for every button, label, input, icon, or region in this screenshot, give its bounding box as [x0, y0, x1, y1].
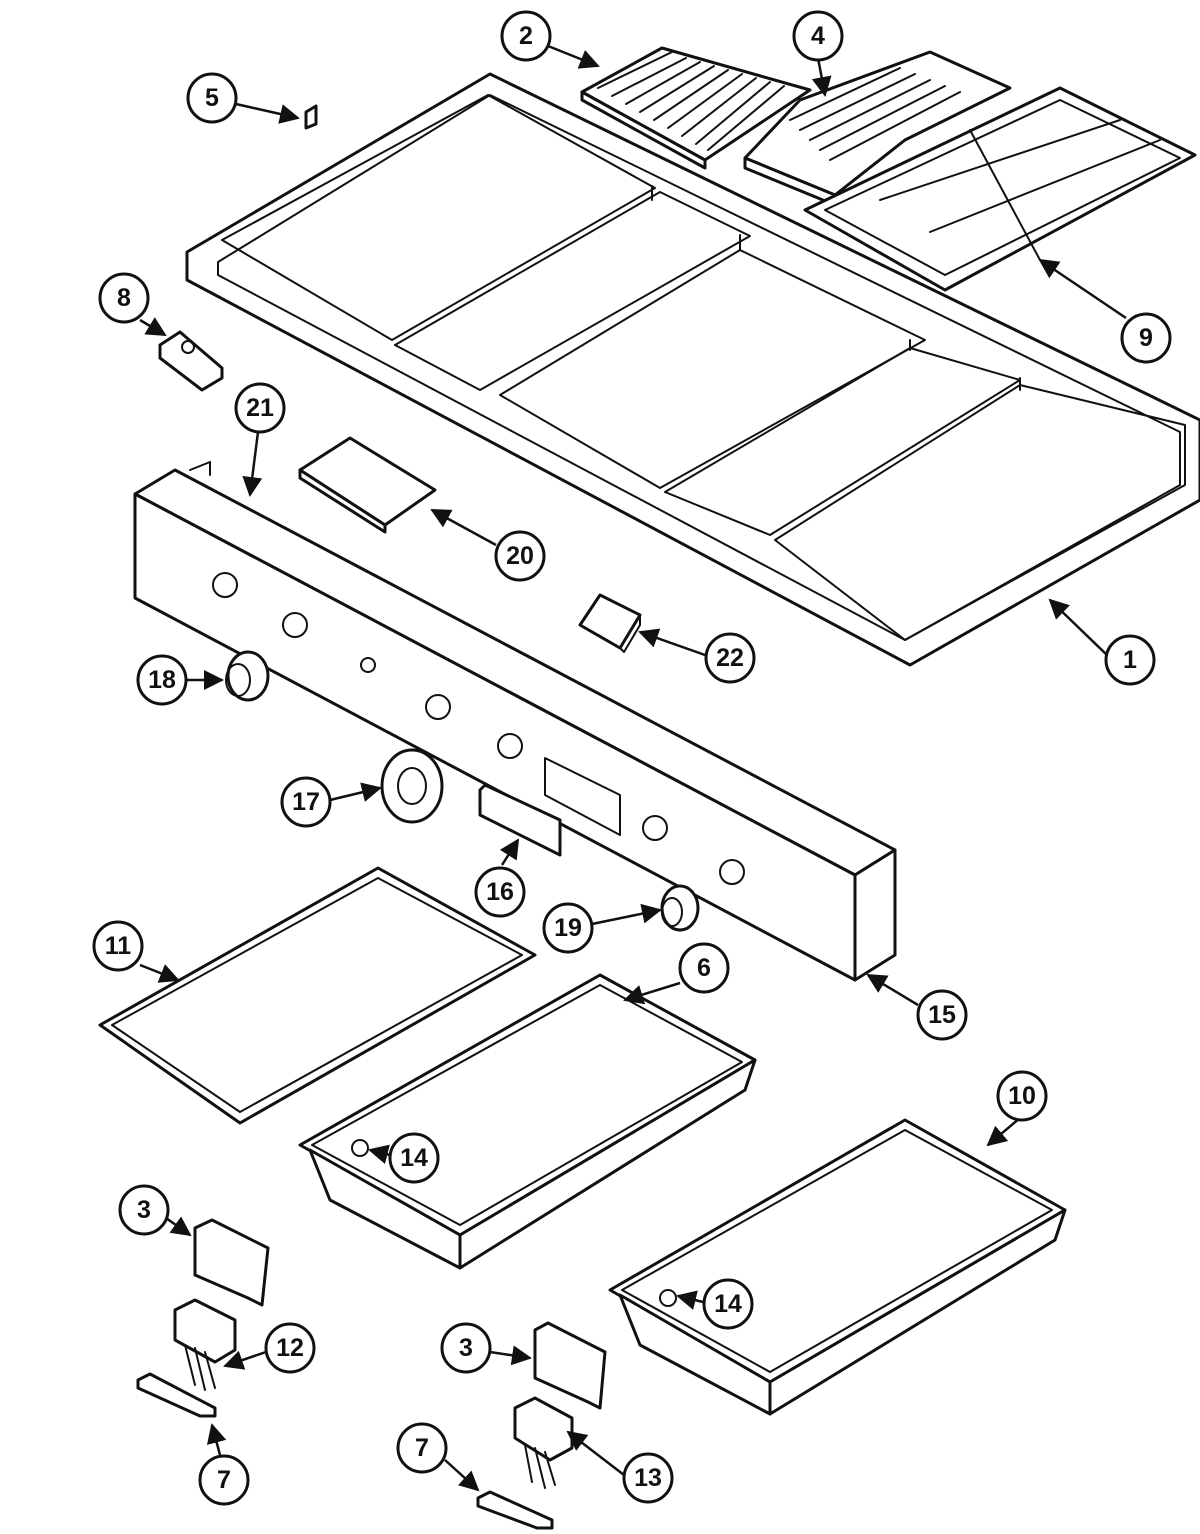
drip-tray-cover	[98, 866, 537, 1125]
callout-18-label: 18	[148, 666, 176, 694]
cooktop-frame	[185, 72, 1200, 667]
callout-15-label: 15	[928, 1001, 956, 1029]
callout-7-left-label: 7	[217, 1466, 231, 1494]
callout-10-label: 10	[1008, 1082, 1036, 1110]
switch-assembly-left	[173, 1298, 237, 1391]
callout-22-label: 22	[716, 644, 744, 672]
bracket-right	[476, 1490, 554, 1530]
callout-17: 17	[280, 776, 332, 828]
callout-19: 19	[542, 902, 594, 954]
callout-5: 5	[186, 72, 238, 124]
callout-7-right-label: 7	[415, 1434, 429, 1462]
callout-20-label: 20	[506, 542, 534, 570]
callout-16-label: 16	[486, 878, 514, 906]
display-window	[478, 783, 562, 857]
callout-8: 8	[98, 272, 150, 324]
grill-grate	[580, 46, 812, 170]
callout-8-label: 8	[117, 284, 131, 312]
callout-12-label: 12	[276, 1334, 304, 1362]
callout-2: 2	[500, 10, 552, 62]
callout-12: 12	[264, 1322, 316, 1374]
callout-3-left: 3	[118, 1184, 170, 1236]
drip-pan-right	[608, 1118, 1067, 1416]
callout-21-label: 21	[246, 394, 274, 422]
switch	[158, 330, 224, 392]
bracket-left	[136, 1372, 217, 1418]
callout-22: 22	[704, 632, 756, 684]
callout-6: 6	[678, 942, 730, 994]
burner-grate	[803, 86, 1197, 292]
callout-16: 16	[474, 866, 526, 918]
callout-6-label: 6	[697, 954, 711, 982]
callout-20: 20	[494, 530, 546, 582]
insulation-left	[193, 1218, 270, 1307]
control-knob	[225, 650, 270, 702]
griddle-cover	[743, 50, 1012, 207]
callout-1-label: 1	[1123, 646, 1137, 674]
insulation-right	[533, 1321, 607, 1410]
callout-3-right-label: 3	[459, 1334, 473, 1362]
knob-bezel	[380, 748, 444, 824]
callout-4: 4	[792, 10, 844, 62]
spark-module	[578, 593, 642, 653]
callout-7-right: 7	[396, 1422, 448, 1474]
callout-14-right: 14	[702, 1278, 754, 1330]
callout-15: 15	[916, 989, 968, 1041]
switch-assembly-right	[513, 1396, 574, 1489]
callout-1: 1	[1104, 634, 1156, 686]
callout-18: 18	[136, 654, 188, 706]
callout-17-label: 17	[292, 788, 320, 816]
callout-13-label: 13	[634, 1464, 662, 1492]
control-knob-right	[660, 884, 700, 932]
callout-9-label: 9	[1139, 324, 1153, 352]
callout-21: 21	[234, 382, 286, 434]
callout-4-label: 4	[811, 22, 825, 50]
callout-14-left: 14	[388, 1132, 440, 1184]
callout-11: 11	[92, 920, 144, 972]
callout-3-left-label: 3	[137, 1196, 151, 1224]
callout-13: 13	[622, 1452, 674, 1504]
vent-cover	[298, 436, 437, 534]
callout-2-label: 2	[519, 22, 533, 50]
callout-10: 10	[996, 1070, 1048, 1122]
callout-5-label: 5	[205, 84, 219, 112]
callout-7-left: 7	[198, 1454, 250, 1506]
callout-11-label: 11	[105, 932, 132, 960]
control-panel	[133, 461, 897, 982]
clip	[304, 104, 318, 130]
callout-19-label: 19	[554, 914, 582, 942]
callout-14-left-label: 14	[400, 1144, 428, 1172]
callout-14-right-label: 14	[714, 1290, 742, 1318]
callout-9: 9	[1120, 312, 1172, 364]
leader-lines	[139, 44, 1127, 1492]
callout-3-right: 3	[440, 1322, 492, 1374]
